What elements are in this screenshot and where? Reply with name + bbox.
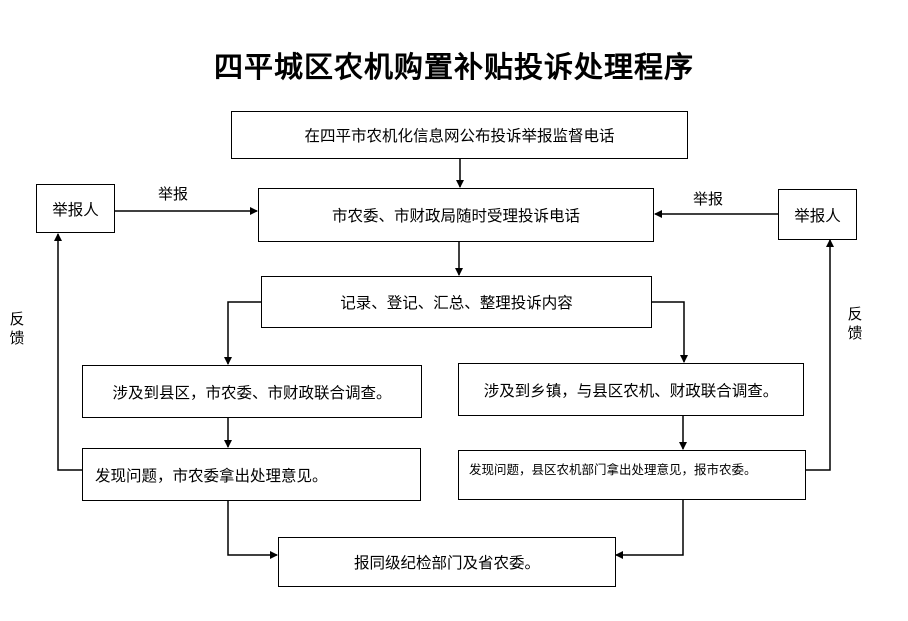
feedback-label-left: 反馈 [9, 310, 25, 347]
right-opinion-box: 发现问题，县区农机部门拿出处理意见，报市农委。 [458, 450, 806, 500]
left-investigate-box: 涉及到县区，市农委、市财政联合调查。 [82, 365, 422, 418]
reporter-right-box: 举报人 [778, 189, 857, 240]
report-label-right: 举报 [693, 190, 724, 208]
record-box: 记录、登记、汇总、整理投诉内容 [261, 276, 652, 328]
left-opinion-box: 发现问题，市农委拿出处理意见。 [82, 448, 421, 501]
feedback-label-right: 反馈 [847, 305, 863, 342]
page-title: 四平城区农机购置补贴投诉处理程序 [213, 50, 694, 84]
report-box: 报同级纪检部门及省农委。 [278, 537, 616, 587]
right-investigate-box: 涉及到乡镇，与县区农机、财政联合调查。 [458, 363, 804, 416]
reporter-left-box: 举报人 [36, 184, 115, 233]
announce-box: 在四平市农机化信息网公布投诉举报监督电话 [231, 111, 688, 159]
report-label-left: 举报 [158, 185, 189, 203]
accept-box: 市农委、市财政局随时受理投诉电话 [258, 188, 654, 242]
